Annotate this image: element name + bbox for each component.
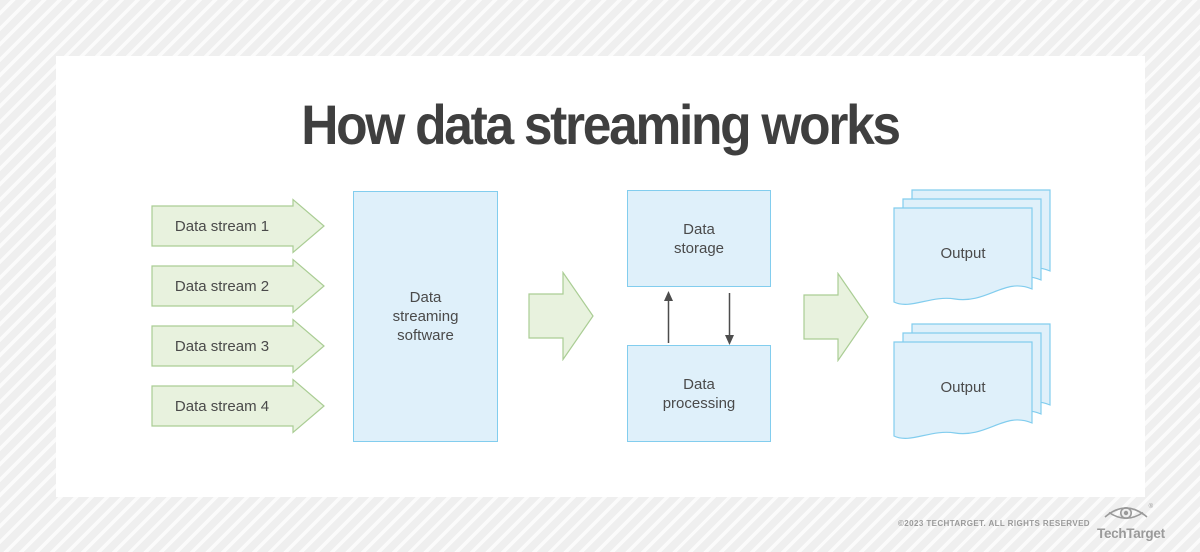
node-data-processing: Data processing (627, 345, 771, 442)
data-stream-arrow-4: Data stream 4 (151, 378, 327, 434)
registered-mark: ® (1148, 504, 1153, 510)
document-stack-icon (893, 323, 1051, 439)
node-label: Data storage (673, 220, 725, 257)
output-stack-bottom: Output (893, 323, 1051, 445)
arrow-up-icon (664, 291, 673, 343)
page-title: How data streaming works (301, 93, 901, 156)
block-arrow-right-icon (528, 271, 594, 361)
arrow-right-icon (151, 258, 325, 314)
output-label: Output (940, 378, 986, 396)
techtarget-eye-icon (1104, 507, 1148, 520)
arrow-down-icon (725, 293, 734, 345)
node-label: Data streaming software (392, 289, 459, 344)
node-data-streaming-software: Data streaming software (353, 191, 498, 442)
arrow-right-icon (151, 378, 325, 434)
stream-label: Data stream 3 (174, 337, 270, 355)
copyright-text: ©2023 TECHTARGET. ALL RIGHTS RESERVED (898, 519, 1090, 528)
brand-name: TechTarget (1097, 526, 1165, 541)
node-label: Data processing (662, 375, 736, 412)
data-stream-arrow-2: Data stream 2 (151, 258, 327, 314)
document-stack-icon (893, 189, 1051, 305)
output-stack-top: Output (893, 189, 1051, 311)
arrow-right-icon (151, 318, 325, 374)
stream-label: Data stream 2 (174, 277, 270, 295)
output-label: Output (940, 244, 986, 262)
techtarget-logo: ® TechTarget (1097, 504, 1165, 541)
stream-label: Data stream 4 (174, 397, 270, 415)
arrow-right-icon (151, 198, 325, 254)
data-stream-arrow-3: Data stream 3 (151, 318, 327, 374)
block-arrow-right-icon (803, 272, 869, 362)
node-data-storage: Data storage (627, 190, 771, 287)
storage-processing-arrows (664, 291, 734, 345)
data-stream-arrow-1: Data stream 1 (151, 198, 327, 254)
stream-label: Data stream 1 (174, 217, 270, 235)
